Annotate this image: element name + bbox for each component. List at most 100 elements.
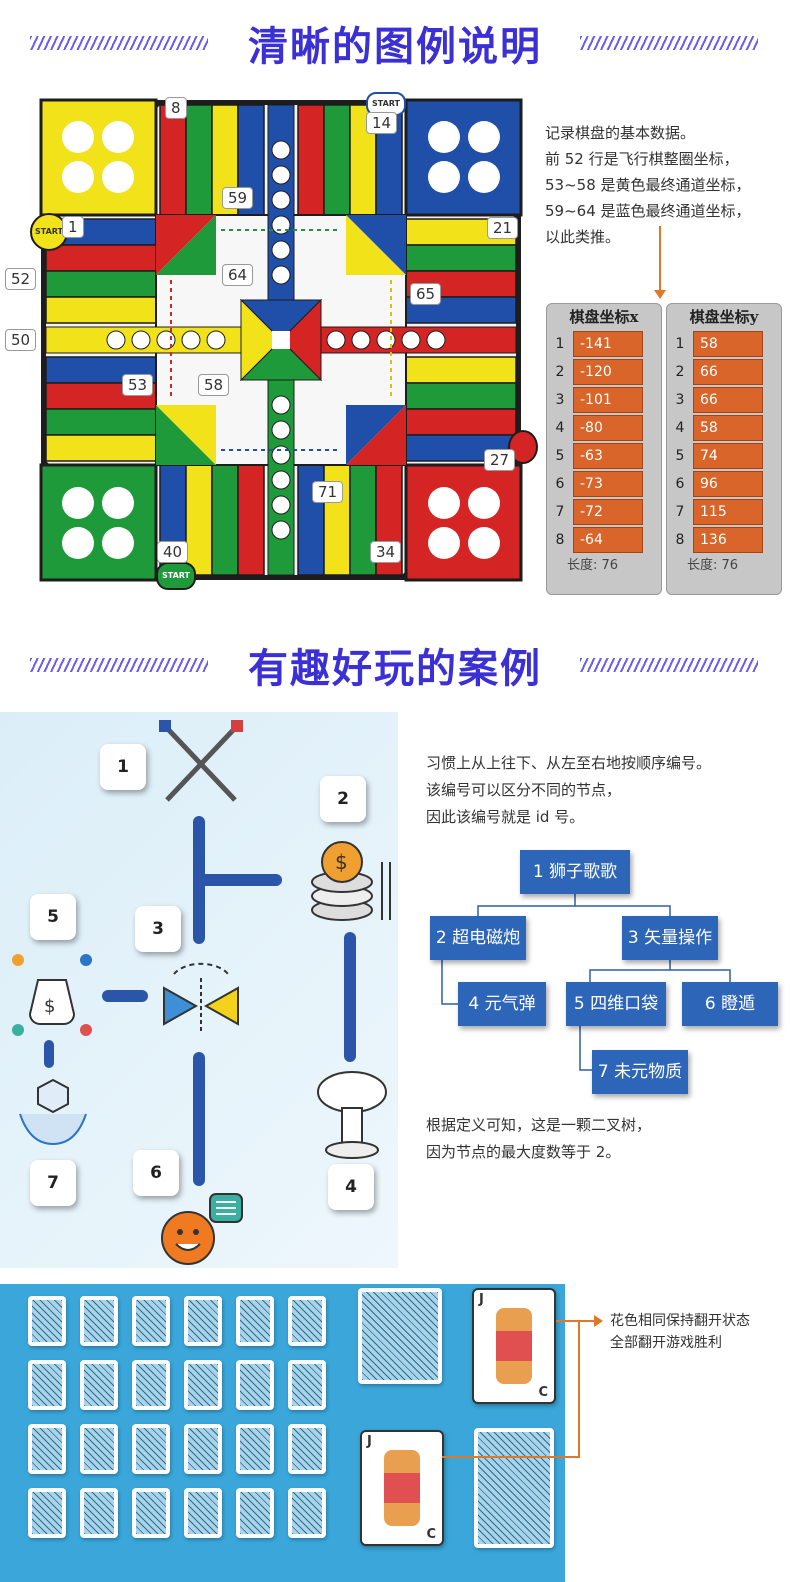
connector-bar [200, 874, 282, 886]
card-back[interactable] [288, 1488, 326, 1538]
node-number-1: 1 [100, 744, 146, 790]
row-value[interactable]: 136 [693, 527, 763, 553]
note-arrowhead [594, 1315, 603, 1327]
panel-y-header: 棋盘坐标y [689, 308, 759, 326]
card-back[interactable] [132, 1360, 170, 1410]
card-back[interactable] [184, 1296, 222, 1346]
note-connector [578, 1320, 580, 1456]
row-value[interactable]: -63 [573, 443, 643, 469]
board-callout-59: 59 [222, 187, 254, 209]
card-back[interactable] [184, 1488, 222, 1538]
card-back[interactable] [80, 1424, 118, 1474]
card-back-large[interactable] [474, 1428, 554, 1548]
board-callout-64: 64 [222, 264, 254, 286]
board-description-line: 以此类推。 [545, 228, 621, 246]
row-value[interactable]: 58 [693, 331, 763, 357]
board-callout-27: 27 [484, 449, 516, 471]
row-value[interactable]: 66 [693, 387, 763, 413]
card-back[interactable] [80, 1488, 118, 1538]
row-value[interactable]: 96 [693, 471, 763, 497]
row-index: 5 [555, 448, 565, 464]
row-value[interactable]: 66 [693, 359, 763, 385]
card-back[interactable] [184, 1360, 222, 1410]
row-value[interactable]: -141 [573, 331, 643, 357]
row-value[interactable]: -64 [573, 527, 643, 553]
row-index: 6 [555, 476, 565, 492]
board-description-line: 53~58 是黄色最终通道坐标， [545, 176, 751, 194]
row-index: 2 [555, 364, 565, 380]
tree-node-2[interactable]: 2 超电磁炮 [430, 916, 526, 960]
card-portrait [384, 1450, 420, 1526]
node-illustration: $ $ 1 2 3 4 5 6 7 [0, 712, 398, 1268]
face-card-jack[interactable]: J C [472, 1288, 556, 1404]
card-back[interactable] [288, 1424, 326, 1474]
board-callout-40: 40 [157, 541, 189, 563]
card-rank-bottom: C [538, 1385, 548, 1400]
board-description-line: 前 52 行是飞行棋整圈坐标， [545, 150, 739, 168]
card-back[interactable] [80, 1360, 118, 1410]
connector-bar [193, 1052, 205, 1186]
tree-node-3[interactable]: 3 矢量操作 [622, 916, 718, 960]
card-back[interactable] [28, 1488, 66, 1538]
section-title-legend: 清晰的图例说明 [248, 24, 542, 70]
start-marker-green: START [156, 562, 196, 590]
card-back[interactable] [236, 1360, 274, 1410]
row-value[interactable]: -72 [573, 499, 643, 525]
title-decoration-right [580, 36, 758, 50]
start-marker-yellow: START [30, 213, 68, 251]
panel-x-row: 5 -63 [547, 442, 661, 470]
card-back-large[interactable] [358, 1288, 442, 1384]
switch-arrows-icon [163, 962, 239, 1034]
row-value[interactable]: -73 [573, 471, 643, 497]
tree-intro-line: 该编号可以区分不同的节点， [426, 781, 622, 799]
face-card-jack[interactable]: J C [360, 1430, 444, 1546]
row-value[interactable]: 74 [693, 443, 763, 469]
panel-x-header: 棋盘坐标x [569, 308, 639, 326]
card-back[interactable] [288, 1360, 326, 1410]
tree-node-5[interactable]: 5 四维口袋 [566, 982, 666, 1026]
tree-node-7[interactable]: 7 未元物质 [592, 1050, 688, 1094]
card-back[interactable] [28, 1296, 66, 1346]
board-callout-14: 14 [366, 112, 398, 134]
card-back[interactable] [184, 1424, 222, 1474]
tree-conclusion-line: 因为节点的最大度数等于 2。 [426, 1143, 621, 1161]
card-back[interactable] [236, 1296, 274, 1346]
panel-x-row: 2 -120 [547, 358, 661, 386]
row-value[interactable]: 58 [693, 415, 763, 441]
board-callout-65: 65 [410, 283, 442, 305]
tree-connectors [441, 894, 731, 1071]
board-callout-34: 34 [370, 541, 402, 563]
title-decoration-right [580, 658, 758, 672]
node-number-4: 4 [328, 1164, 374, 1210]
panel-x-row: 4 -80 [547, 414, 661, 442]
card-back[interactable] [80, 1296, 118, 1346]
note-connector [442, 1456, 580, 1458]
card-back[interactable] [28, 1424, 66, 1474]
row-value[interactable]: 115 [693, 499, 763, 525]
card-back[interactable] [132, 1296, 170, 1346]
card-back[interactable] [132, 1424, 170, 1474]
card-back[interactable] [288, 1296, 326, 1346]
tree-node-1[interactable]: 1 狮子歌歌 [520, 850, 630, 894]
card-back[interactable] [236, 1424, 274, 1474]
panel-x-row: 1-141 [547, 330, 661, 358]
row-value[interactable]: -101 [573, 387, 643, 413]
tree-node-4[interactable]: 4 元气弹 [458, 982, 546, 1026]
board-callout-1: 1 [62, 216, 84, 238]
card-back[interactable] [236, 1488, 274, 1538]
note-connector [556, 1320, 594, 1322]
card-rank-top: J [367, 1434, 372, 1449]
tree-node-6[interactable]: 6 瞪遁 [682, 982, 778, 1026]
card-back[interactable] [28, 1360, 66, 1410]
row-value[interactable]: -120 [573, 359, 643, 385]
card-back[interactable] [132, 1488, 170, 1538]
row-index: 4 [555, 420, 565, 436]
description-arrowhead [654, 290, 666, 299]
panel-x-row: 8-64 [547, 526, 661, 554]
row-value[interactable]: -80 [573, 415, 643, 441]
